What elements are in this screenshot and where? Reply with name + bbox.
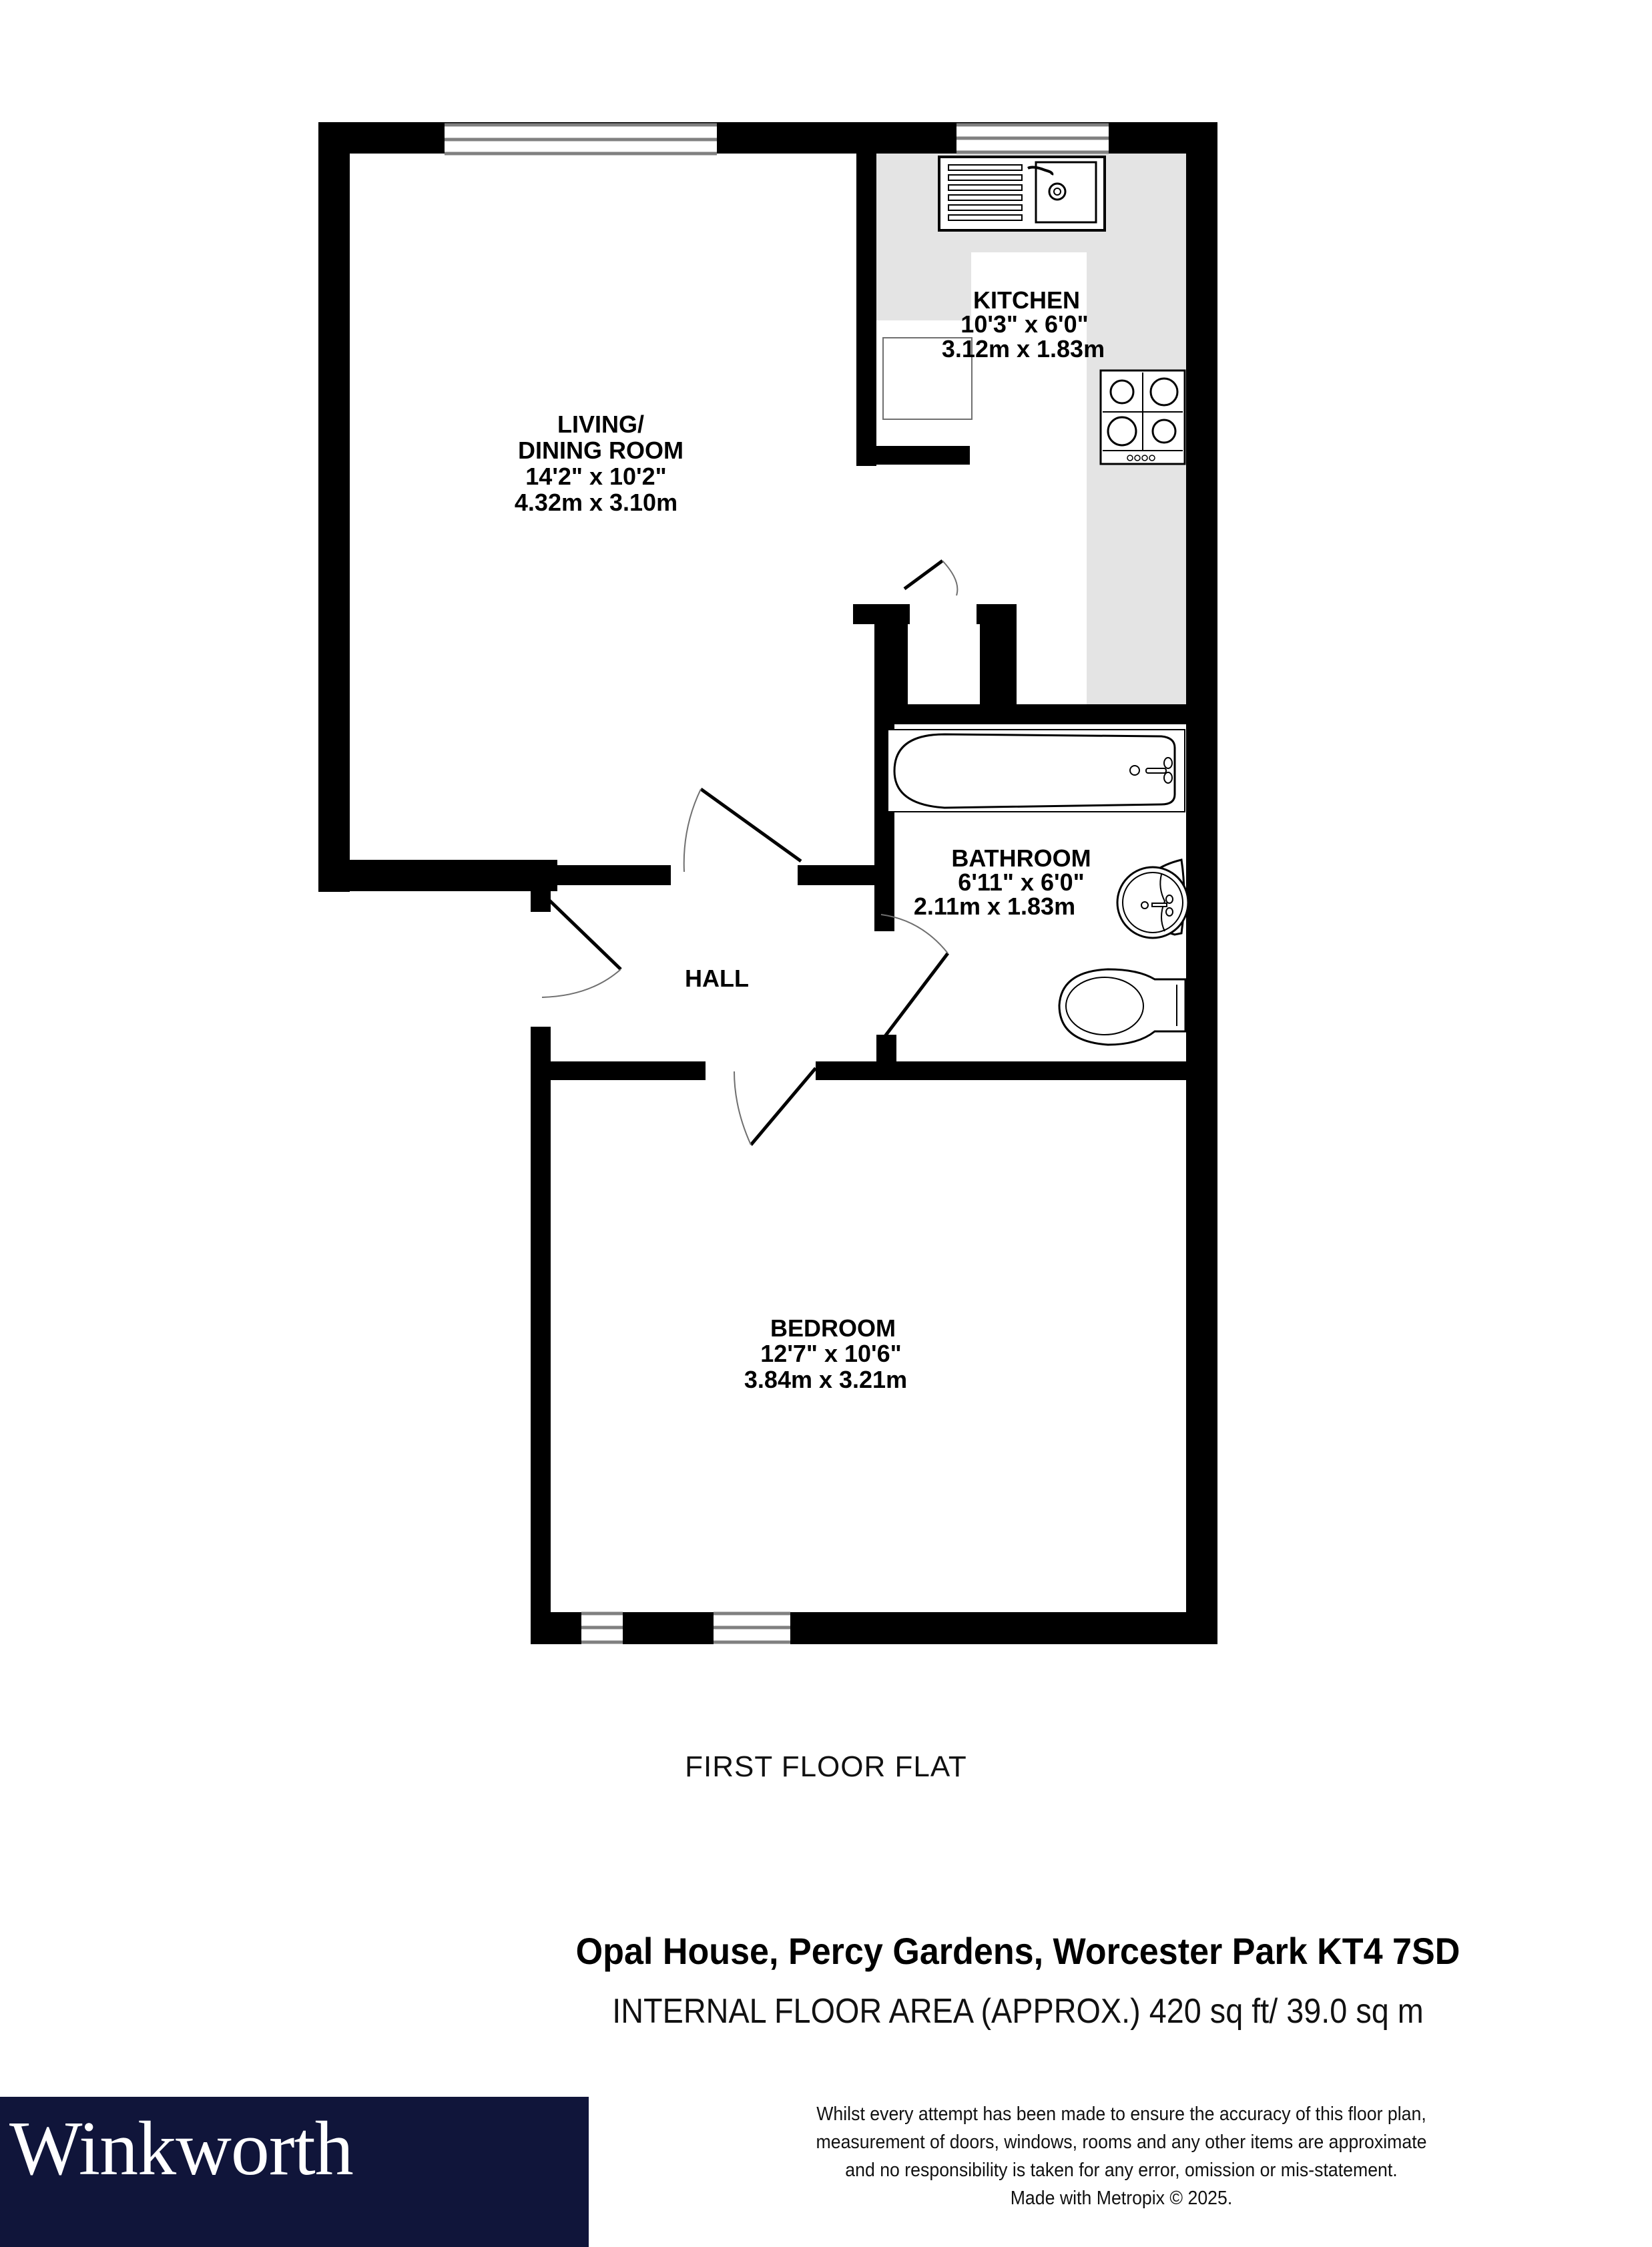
kitchen-metric: 3.12m x 1.83m: [942, 335, 1105, 362]
bathroom-imperial: 6'11" x 6'0": [958, 868, 1084, 896]
cupboard-icon: [882, 337, 973, 420]
living-name-line1: LIVING/: [557, 411, 644, 438]
property-address: Opal House, Percy Gardens, Worcester Par…: [575, 1930, 1460, 1972]
room-label-bathroom: BATHROOM 6'11" x 6'0" 2.11m x 1.83m: [914, 844, 1091, 920]
living-name-line2: DINING ROOM: [518, 437, 683, 464]
bedroom-metric: 3.84m x 3.21m: [744, 1366, 907, 1393]
sink-icon: [938, 156, 1106, 232]
hall-name: HALL: [685, 965, 749, 992]
door-bedroom: [734, 1067, 817, 1146]
room-label-kitchen: KITCHEN 10'3" x 6'0" 3.12m x 1.83m: [942, 286, 1105, 362]
window-bedroom-left: [581, 1611, 623, 1644]
winkworth-logo: Winkworth: [0, 2097, 589, 2247]
internal-floor-area: INTERNAL FLOOR AREA (APPROX.) 420 sq ft/…: [612, 1992, 1424, 2031]
door-cupboard: [903, 559, 958, 596]
door-entrance[interactable]: [541, 892, 622, 998]
bathroom-name: BATHROOM: [951, 844, 1091, 872]
living-metric: 4.32m x 3.10m: [515, 489, 677, 516]
logo-text: Winkworth: [9, 2106, 354, 2192]
door-bathroom: [880, 914, 949, 1043]
hob-icon: [1099, 369, 1186, 465]
kitchen-name: KITCHEN: [973, 286, 1080, 314]
windows: [445, 123, 1109, 1644]
door-living: [683, 787, 802, 872]
disclaimer-line: measurement of doors, windows, rooms and…: [816, 2132, 1427, 2153]
toilet-icon: [1058, 968, 1187, 1046]
doors: [541, 559, 958, 1146]
disclaimer-line: and no responsibility is taken for any e…: [845, 2160, 1398, 2181]
disclaimer-line: Whilst every attempt has been made to en…: [816, 2103, 1426, 2125]
disclaimer: Whilst every attempt has been made to en…: [721, 2100, 1522, 2212]
room-label-living: LIVING/ DINING ROOM 14'2" x 10'2" 4.32m …: [515, 411, 683, 516]
bedroom-name: BEDROOM: [770, 1314, 896, 1342]
window-living: [445, 123, 717, 156]
disclaimer-credit: Made with Metropix © 2025.: [1010, 2188, 1233, 2209]
living-imperial: 14'2" x 10'2": [525, 463, 666, 490]
bathroom-metric: 2.11m x 1.83m: [914, 893, 1075, 920]
room-label-hall: HALL: [685, 965, 749, 992]
bedroom-imperial: 12'7" x 10'6": [760, 1340, 901, 1367]
floor-name: FIRST FLOOR FLAT: [685, 1750, 967, 1783]
window-kitchen: [956, 123, 1109, 154]
window-bedroom-right: [714, 1611, 790, 1644]
basin-icon: [1116, 858, 1189, 939]
bath-icon: [887, 729, 1185, 812]
room-label-bedroom: BEDROOM 12'7" x 10'6" 3.84m x 3.21m: [744, 1314, 907, 1393]
kitchen-imperial: 10'3" x 6'0": [960, 310, 1088, 338]
